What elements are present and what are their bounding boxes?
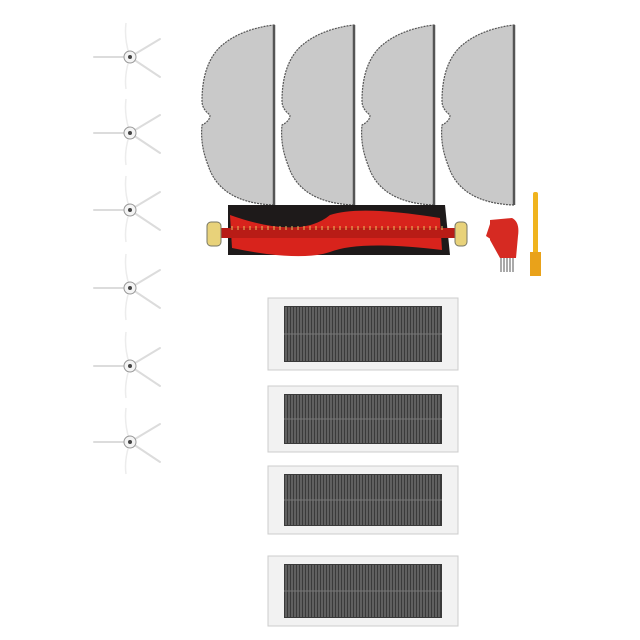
mop-pad <box>281 24 356 206</box>
side-brush <box>93 175 161 243</box>
side-brush-screw <box>128 364 132 368</box>
side-brush <box>93 331 161 399</box>
hepa-filter <box>267 385 459 453</box>
side-brush <box>93 407 161 475</box>
roller-end-cap <box>206 221 222 247</box>
hepa-filter <box>267 297 459 371</box>
mop-pad-cloth <box>441 24 515 206</box>
cleaning-brush <box>530 192 541 276</box>
side-brush <box>93 253 161 321</box>
side-brush-screw <box>128 286 132 290</box>
cleaning-tool-blade <box>486 224 492 240</box>
hepa-filter <box>267 465 459 535</box>
cleaning-tool <box>486 218 519 272</box>
mop-pad <box>441 24 516 206</box>
roller-shaft <box>220 228 460 238</box>
side-brush <box>93 98 161 166</box>
side-brush <box>93 22 161 90</box>
side-brush-screw <box>128 440 132 444</box>
mop-pad-cloth <box>201 24 275 206</box>
cleaning-brush-handle <box>533 192 538 254</box>
mop-pad-cloth <box>281 24 355 206</box>
side-brush-screw <box>128 55 132 59</box>
side-brush-screw <box>128 131 132 135</box>
mop-pad-cloth <box>361 24 435 206</box>
main-roller-brush <box>206 205 468 257</box>
roller-end-cap <box>454 221 468 247</box>
cleaning-tool-body <box>490 218 519 258</box>
hepa-filter <box>267 555 459 627</box>
mop-pad <box>361 24 436 206</box>
mop-pad <box>201 24 276 206</box>
cleaning-brush-bristles <box>530 252 541 276</box>
side-brush-screw <box>128 208 132 212</box>
